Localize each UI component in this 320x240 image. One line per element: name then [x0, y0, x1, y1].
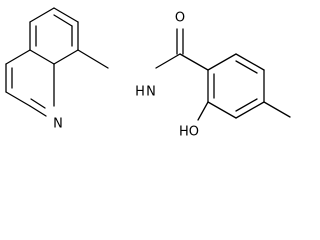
quinoline-pyridine-ring	[5, 49, 55, 117]
bond	[53, 49, 79, 65]
bond-double-inner	[235, 98, 258, 112]
methyl-bond	[263, 101, 291, 118]
hydroxyl-label: HO	[179, 125, 199, 140]
hydroxyl-bond	[197, 101, 209, 121]
n-carbonyl-bond	[155, 53, 181, 69]
quinoline-nitrogen-label: N	[53, 117, 63, 132]
amide-group	[77, 28, 184, 69]
bond	[235, 53, 265, 71]
amide-hydrogen-label: H	[135, 85, 145, 100]
bond	[5, 49, 31, 65]
c8-n-bond	[77, 49, 109, 69]
bond-double-inner	[30, 98, 46, 109]
bond	[235, 101, 265, 119]
bond	[29, 7, 55, 23]
bond	[5, 91, 31, 107]
bond-double-inner	[53, 14, 73, 27]
bond-double-inner	[235, 60, 258, 74]
quinoline-benzo-ring	[29, 7, 79, 65]
bond	[207, 53, 237, 71]
background	[0, 0, 318, 152]
bond	[29, 49, 55, 65]
bond	[29, 105, 47, 117]
molecule: .b { stroke: #000000; stroke-width: 1.3;…	[0, 0, 318, 152]
salicyl-ring	[179, 53, 265, 119]
bond	[179, 53, 209, 71]
bond	[53, 7, 79, 23]
carbonyl-oxygen-label: O	[175, 11, 185, 26]
bond	[207, 101, 237, 119]
amide-nitrogen-label: N	[146, 85, 156, 100]
